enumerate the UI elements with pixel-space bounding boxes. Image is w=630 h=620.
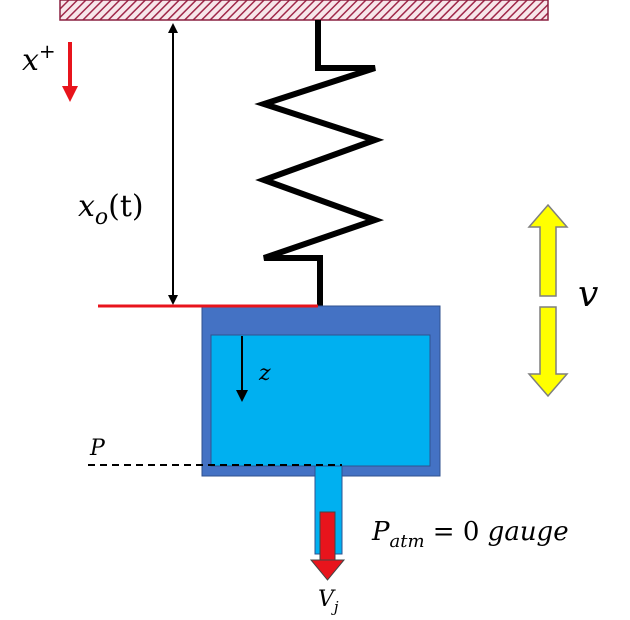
- x-plus-label: x+: [22, 39, 56, 78]
- spring: [254, 20, 385, 306]
- fluid-region: [210, 334, 431, 467]
- x-plus-arrow: [62, 42, 78, 102]
- velocity-double-arrow: [527, 203, 569, 398]
- patm-label: Patm = 0 gauge: [371, 517, 569, 552]
- ceiling: [59, 0, 549, 21]
- velocity-down-arrow: [527, 306, 569, 398]
- velocity-up-arrow: [527, 203, 569, 297]
- vj-label: Vj: [318, 587, 339, 616]
- z-arrow: [236, 336, 248, 402]
- v-label: v: [578, 274, 598, 315]
- jet-velocity-arrow: [309, 511, 346, 581]
- z-label: z: [258, 361, 271, 386]
- p-label: P: [89, 436, 106, 461]
- xo-label: xo(t): [78, 189, 144, 230]
